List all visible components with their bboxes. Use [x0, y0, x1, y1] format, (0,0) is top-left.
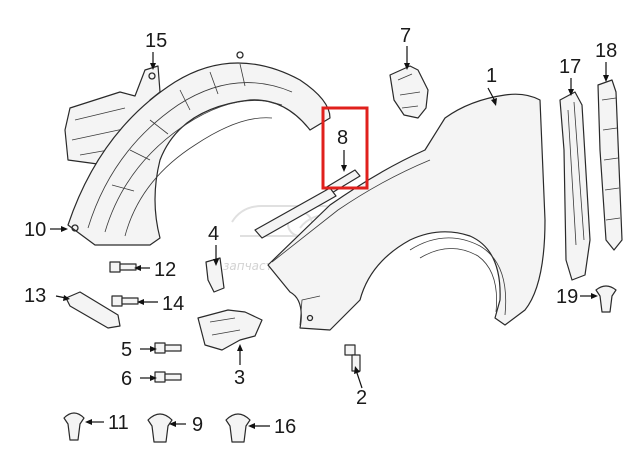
- part-label-5[interactable]: 5: [121, 339, 132, 361]
- part-11-drawing: [63, 412, 85, 441]
- leader-lines: [50, 46, 609, 429]
- part-label-11[interactable]: 11: [108, 412, 129, 434]
- part-label-3[interactable]: 3: [234, 367, 245, 389]
- part-label-7[interactable]: 7: [400, 25, 411, 47]
- part-label-16[interactable]: 16: [274, 416, 296, 438]
- part-10-drawing: [67, 51, 331, 246]
- part-label-19[interactable]: 19: [556, 286, 578, 308]
- part-4-drawing: [205, 257, 225, 293]
- part-label-13[interactable]: 13: [24, 285, 46, 307]
- part-label-14[interactable]: 14: [162, 293, 184, 315]
- part-label-4[interactable]: 4: [208, 223, 219, 245]
- part-7-drawing: [389, 65, 429, 119]
- part-label-12[interactable]: 12: [154, 259, 176, 281]
- part-label-8[interactable]: 8: [337, 127, 348, 149]
- part-19-drawing: [595, 285, 617, 313]
- part-label-9[interactable]: 9: [192, 414, 203, 436]
- part-16-drawing: [225, 413, 251, 443]
- part-17-drawing: [559, 91, 591, 281]
- part-label-2[interactable]: 2: [356, 387, 367, 409]
- part-label-6[interactable]: 6: [121, 368, 132, 390]
- part-label-17[interactable]: 17: [559, 56, 581, 78]
- part-1-drawing: [267, 93, 546, 331]
- part-2-drawing: [344, 344, 361, 372]
- part-5-drawing: [154, 342, 182, 354]
- part-12-drawing: [109, 261, 137, 273]
- part-18-drawing: [597, 79, 623, 251]
- part-14-drawing: [111, 295, 139, 307]
- part-13-drawing: [65, 291, 121, 329]
- part-label-1[interactable]: 1: [486, 65, 497, 87]
- part-9-drawing: [147, 413, 173, 443]
- part-3-drawing: [197, 309, 263, 351]
- part-label-15[interactable]: 15: [145, 30, 167, 52]
- part-labels: 1 2 3 4 5 6 7 8 9 10 11 12 13 14 15 16 1…: [24, 25, 617, 438]
- part-label-18[interactable]: 18: [595, 40, 617, 62]
- highlight-box-part-8: [321, 106, 369, 190]
- part-6-drawing: [154, 371, 182, 383]
- part-label-10[interactable]: 10: [24, 219, 46, 241]
